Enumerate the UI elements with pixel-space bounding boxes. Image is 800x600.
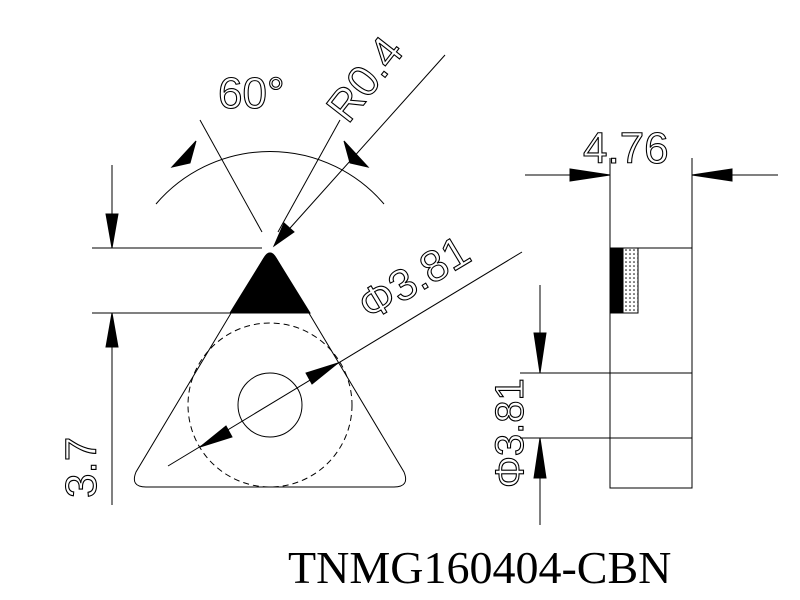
part-code-title: TNMG160404-CBN bbox=[288, 542, 671, 593]
inscribed-circle bbox=[187, 322, 353, 488]
side-cbn-black bbox=[609, 247, 624, 314]
side-body bbox=[609, 247, 693, 489]
center-hole bbox=[237, 372, 303, 438]
radius-label: R0.4 bbox=[317, 28, 413, 131]
angle-label: 60° bbox=[218, 69, 285, 118]
hole-diameter-label: Φ3.81 bbox=[350, 226, 479, 330]
tip-length-label: 3.7 bbox=[57, 437, 106, 498]
front-view bbox=[92, 54, 523, 505]
thickness-label: 4.76 bbox=[583, 124, 669, 173]
side-cbn-dotted bbox=[622, 247, 639, 314]
side-view bbox=[520, 158, 778, 525]
side-hole-diameter-label: Φ3.81 bbox=[488, 378, 532, 488]
cbn-tip bbox=[229, 252, 311, 314]
